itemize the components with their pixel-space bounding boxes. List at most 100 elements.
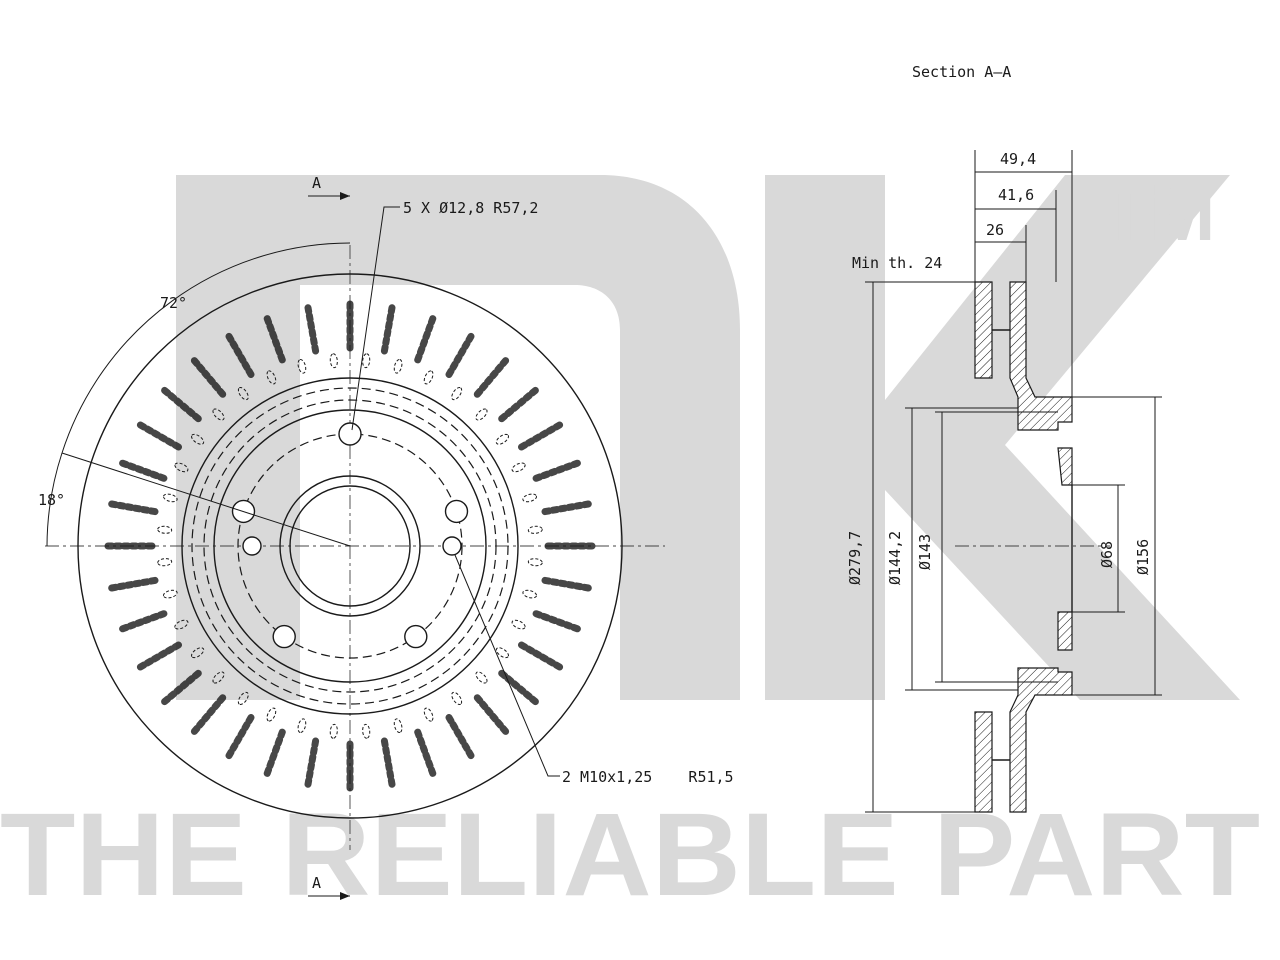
threaded-hole bbox=[242, 536, 262, 556]
ventilation-slot bbox=[304, 737, 320, 788]
bolt-holes-leader bbox=[351, 206, 400, 431]
ventilation-slot bbox=[541, 500, 592, 516]
dim-hub-diameter: Ø156 bbox=[1134, 539, 1152, 575]
hat-wall-hidden-edge bbox=[203, 399, 497, 693]
center-bore-inner bbox=[289, 485, 411, 607]
ventilation-slot bbox=[136, 421, 182, 451]
ventilation-slot bbox=[119, 459, 168, 482]
angle-72-label: 72° bbox=[160, 294, 187, 312]
min-thickness-label: Min th. 24 bbox=[852, 254, 942, 272]
ventilation-slot bbox=[108, 576, 159, 592]
dim-center-bore: Ø68 bbox=[1098, 541, 1116, 568]
friction-ring-inner-edge bbox=[181, 377, 519, 715]
center-bore-outer bbox=[279, 475, 421, 617]
ventilation-slot bbox=[518, 421, 564, 451]
bolt-hole bbox=[272, 624, 296, 649]
ventilation-slot bbox=[136, 641, 182, 671]
ventilation-inlet bbox=[191, 647, 205, 659]
inner-plate-bottom bbox=[1009, 667, 1073, 813]
disc-outer-edge bbox=[77, 273, 623, 819]
ventilation-inlet bbox=[511, 619, 526, 630]
dim-hat-width: 41,6 bbox=[998, 186, 1034, 204]
bolt-hole bbox=[404, 624, 428, 649]
ventilation-slot bbox=[532, 610, 581, 633]
hub-wall-bottom bbox=[1057, 611, 1073, 651]
ventilation-inlet bbox=[527, 525, 543, 534]
ventilation-slot bbox=[225, 332, 255, 378]
ventilation-slot bbox=[473, 357, 510, 398]
ventilation-inlet bbox=[451, 691, 463, 705]
ventilation-inlet bbox=[329, 723, 338, 739]
dim-total-width: 49,4 bbox=[1000, 150, 1036, 168]
ventilation-slot bbox=[445, 332, 475, 378]
ventilation-slot bbox=[541, 576, 592, 592]
ventilation-inlet bbox=[423, 370, 434, 385]
ventilation-slot bbox=[119, 610, 168, 633]
ventilation-inlet bbox=[393, 718, 403, 734]
ventilation-inlet bbox=[495, 647, 509, 659]
section-marker-bottom: A bbox=[312, 874, 321, 892]
ventilation-slot bbox=[161, 669, 202, 706]
ventilation-inlet bbox=[157, 558, 173, 567]
ventilation-inlet bbox=[527, 558, 543, 567]
bolt-holes-label: 5 X Ø12,8 R57,2 bbox=[403, 199, 538, 217]
threaded-holes-label: 2 M10x1,25 R51,5 bbox=[562, 768, 734, 786]
ventilation-slot bbox=[518, 641, 564, 671]
hub-wall-top bbox=[1057, 447, 1073, 486]
trademark-watermark: TM bbox=[1100, 168, 1216, 257]
ventilation-inlet bbox=[362, 723, 371, 739]
threaded-hole bbox=[442, 536, 462, 556]
ventilation-inlet bbox=[362, 353, 371, 369]
dim-outer-diameter: Ø279,7 bbox=[846, 531, 864, 585]
angle-18-label: 18° bbox=[38, 491, 65, 509]
nk-logo-watermark: TM bbox=[176, 168, 1240, 700]
ventilation-inlet bbox=[162, 589, 178, 599]
hat-face-edge bbox=[213, 409, 487, 683]
ventilation-inlet bbox=[237, 387, 249, 401]
ventilation-inlet bbox=[495, 433, 509, 445]
ventilation-inlet bbox=[191, 433, 205, 445]
section-marker-top: A bbox=[312, 174, 321, 192]
ventilation-inlet bbox=[475, 671, 488, 684]
ventilation-inlet bbox=[297, 718, 307, 734]
ventilation-slot bbox=[108, 500, 159, 516]
ventilation-slot bbox=[263, 728, 286, 777]
ventilation-slot bbox=[304, 304, 320, 355]
ventilation-slot bbox=[414, 728, 437, 777]
ventilation-inlet bbox=[162, 493, 178, 503]
ventilation-inlet bbox=[522, 589, 538, 599]
ventilation-inlet bbox=[451, 387, 463, 401]
ventilation-slot bbox=[414, 315, 437, 364]
ventilation-slot bbox=[263, 315, 286, 364]
ventilation-inlet bbox=[266, 370, 277, 385]
outer-plate-bottom bbox=[974, 711, 993, 813]
ventilation-slot bbox=[498, 386, 539, 423]
ventilation-slot bbox=[445, 714, 475, 760]
ventilation-inlet bbox=[297, 358, 307, 374]
bolt-circle-line bbox=[237, 433, 463, 659]
ventilation-inlet bbox=[475, 408, 488, 421]
ventilation-inlet bbox=[511, 462, 526, 473]
outer-plate-top bbox=[974, 281, 993, 379]
angle-18-arc bbox=[46, 452, 63, 547]
angle-18-ray bbox=[61, 452, 351, 547]
angle-72-arc bbox=[61, 242, 351, 454]
threaded-holes-leader bbox=[454, 554, 560, 777]
ventilation-inlet bbox=[157, 525, 173, 534]
ventilation-slot bbox=[190, 357, 227, 398]
inner-plate-top bbox=[1009, 281, 1073, 431]
ventilation-slot bbox=[161, 386, 202, 423]
ventilation-slot bbox=[190, 694, 227, 735]
ventilation-inlet bbox=[237, 691, 249, 705]
dim-inner-friction-diameter: Ø144,2 bbox=[886, 531, 904, 585]
bolt-hole bbox=[444, 499, 469, 524]
ventilation-inlet bbox=[522, 493, 538, 503]
bolt-hole bbox=[338, 422, 362, 446]
ventilation-slot bbox=[473, 694, 510, 735]
disc-front-view: 72° 18° A A 5 X Ø12,8 R57,2 2 M10x1,25 R… bbox=[38, 174, 734, 900]
ventilation-inlet bbox=[393, 358, 403, 374]
slogan-watermark: THE RELIABLE PART bbox=[0, 789, 1260, 921]
ventilation-slot bbox=[380, 304, 396, 355]
ventilation-inlet bbox=[212, 671, 225, 684]
